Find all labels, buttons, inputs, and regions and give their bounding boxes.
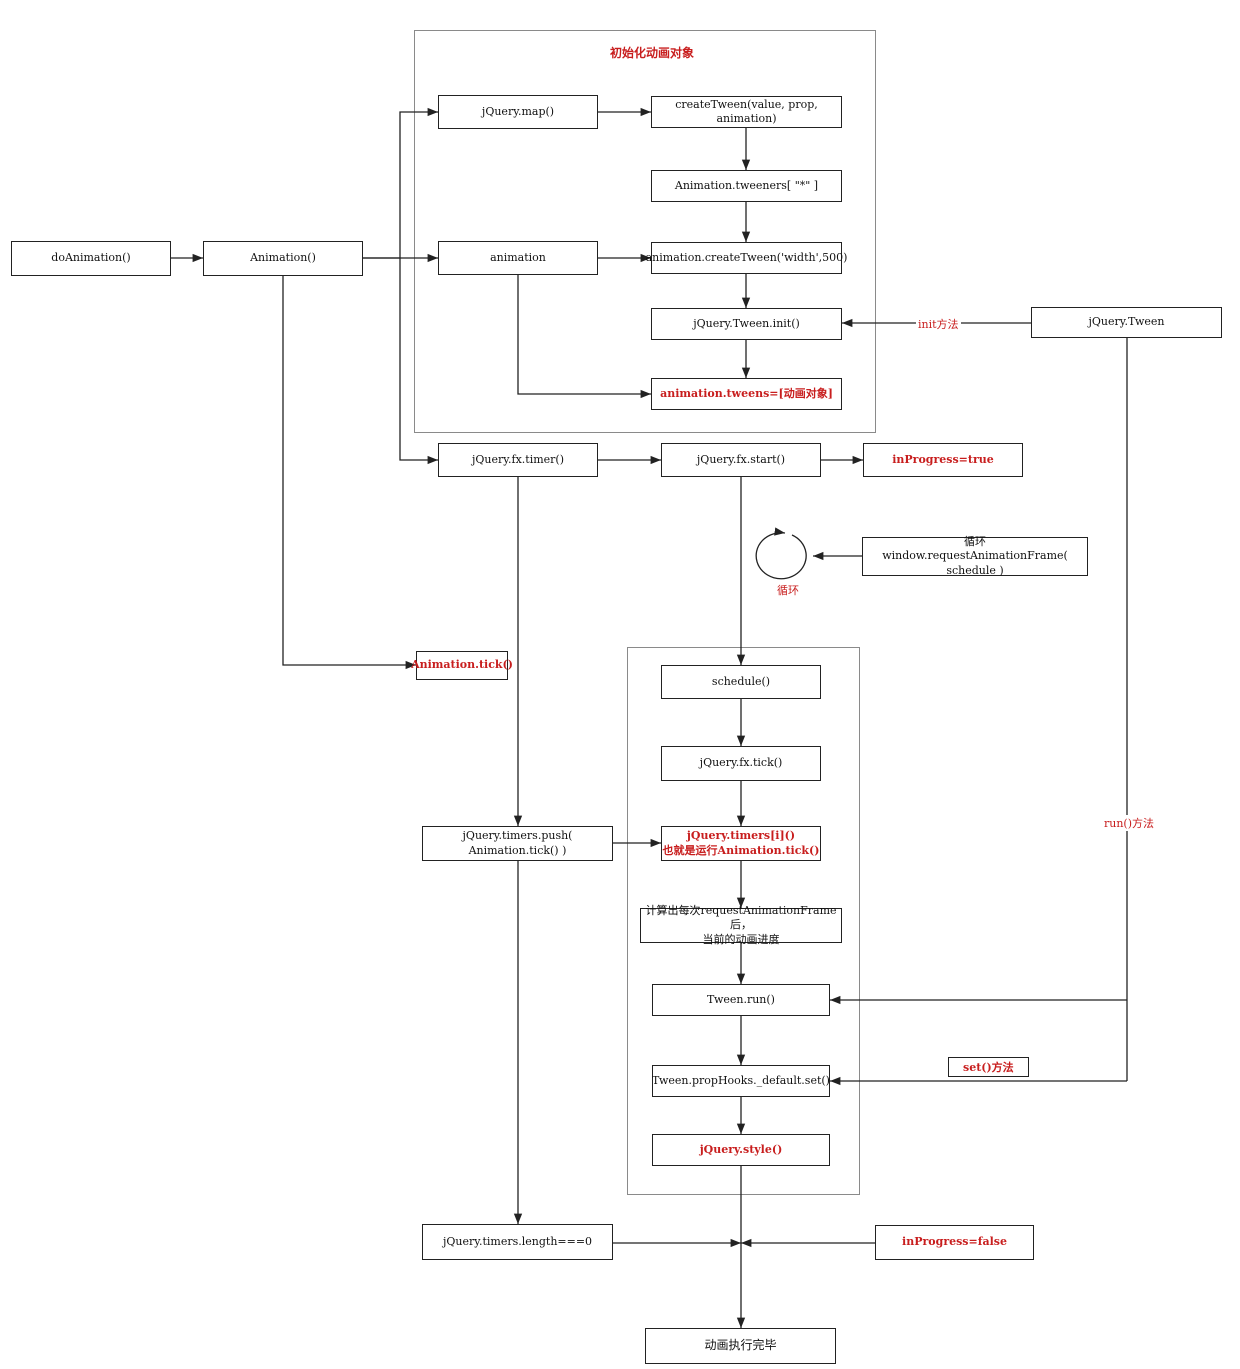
timers-push-node: jQuery.timers.push( Animation.tick() ) bbox=[422, 826, 613, 861]
timers-i-line-1: jQuery.timers[i]() bbox=[686, 829, 796, 843]
request-animation-frame-node: 循环 window.requestAnimationFrame( schedul… bbox=[862, 535, 1088, 577]
loop-label: 循环 bbox=[777, 584, 799, 597]
in-progress-false-node: inProgress=false bbox=[875, 1225, 1034, 1260]
raf-line-2: window.requestAnimationFrame( schedule ) bbox=[882, 549, 1068, 577]
schedule-node: schedule() bbox=[661, 665, 821, 699]
calc-progress-node: 计算出每次requestAnimationFrame后， 当前的动画进度 bbox=[640, 904, 842, 946]
jquery-tween-node: jQuery.Tween bbox=[1031, 307, 1222, 338]
animation-create-tween-node: animation.createTween('width',500) bbox=[646, 242, 847, 274]
timers-i-node: jQuery.timers[i]() 也就是运行Animation.tick() bbox=[661, 826, 821, 861]
fx-start-node: jQuery.fx.start() bbox=[661, 443, 821, 477]
set-method-label: set()方法 bbox=[948, 1057, 1029, 1077]
raf-line-1: 循环 bbox=[964, 535, 986, 549]
in-progress-true-node: inProgress=true bbox=[863, 443, 1023, 477]
edge-animationobj-tweens bbox=[517, 275, 651, 399]
edge-animation-tick bbox=[282, 275, 416, 670]
edge-animation-fxtimer bbox=[399, 258, 438, 465]
edge-animation-map bbox=[363, 107, 438, 259]
jquery-style-node: jQuery.style() bbox=[652, 1134, 830, 1166]
prop-hooks-set-node: Tween.propHooks._default.set() bbox=[652, 1065, 830, 1097]
fx-tick-node: jQuery.fx.tick() bbox=[661, 746, 821, 781]
animation-done-node: 动画执行完毕 bbox=[645, 1328, 836, 1364]
animation-tick-node: Animation.tick() bbox=[411, 651, 513, 680]
do-animation-node: doAnimation() bbox=[11, 241, 171, 276]
tween-init-node: jQuery.Tween.init() bbox=[651, 308, 842, 340]
create-tween-node: createTween(value, prop, animation) bbox=[651, 96, 842, 128]
jquery-map-node: jQuery.map() bbox=[438, 95, 598, 129]
init-animation-group bbox=[414, 30, 876, 433]
timers-i-line-2: 也就是运行Animation.tick() bbox=[662, 843, 820, 857]
animation-object-node: animation bbox=[438, 241, 598, 275]
run-method-label: run()方法 bbox=[1104, 815, 1155, 831]
tweeners-node: Animation.tweeners[ "*" ] bbox=[651, 170, 842, 202]
animation-tweens-node: animation.tweens=[动画对象] bbox=[651, 378, 842, 410]
init-method-label: init方法 bbox=[916, 316, 961, 332]
loop-circle-icon bbox=[755, 527, 807, 580]
calc-line-2: 当前的动画进度 bbox=[702, 932, 780, 946]
timers-length-node: jQuery.timers.length===0 bbox=[422, 1224, 613, 1260]
schedule-loop-group bbox=[627, 647, 860, 1195]
calc-line-1: 计算出每次requestAnimationFrame后， bbox=[645, 904, 837, 932]
tween-run-node: Tween.run() bbox=[652, 984, 830, 1016]
init-group-title: 初始化动画对象 bbox=[610, 46, 695, 60]
animation-constructor-node: Animation() bbox=[203, 241, 363, 276]
fx-timer-node: jQuery.fx.timer() bbox=[438, 443, 598, 477]
